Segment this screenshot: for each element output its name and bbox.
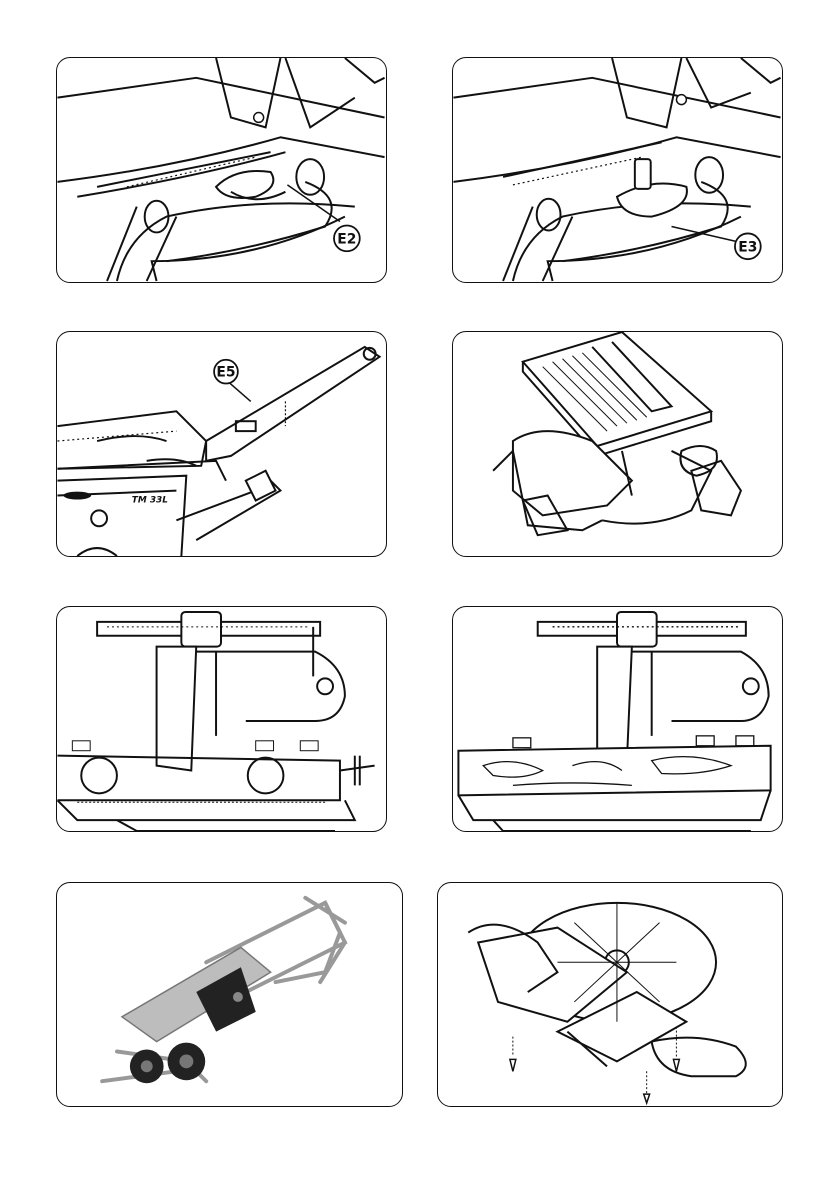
brand-logo <box>63 492 91 500</box>
screw-icon <box>673 1059 679 1071</box>
callout-label: E5 <box>216 365 235 381</box>
wheel-icon <box>130 1050 164 1084</box>
figure-e5-arm: TM 33L E5 <box>56 331 387 557</box>
wheel-icon <box>168 1043 206 1081</box>
callout-label: E2 <box>337 231 356 247</box>
front-view-workpiece-illustration <box>453 607 782 831</box>
figure-transport-trolley <box>56 882 403 1107</box>
callout-label: E3 <box>738 239 757 255</box>
screw-icon <box>644 1094 650 1103</box>
screw-icon <box>254 113 264 123</box>
screw-icon <box>676 95 686 105</box>
turntable-lock-illustration: E2 <box>57 58 386 282</box>
figure-front-view-clamp <box>56 606 387 832</box>
figure-front-view-workpiece <box>452 606 783 832</box>
saw-arm-illustration: TM 33L E5 <box>57 332 386 556</box>
figure-e3-turntable-lock: E3 <box>452 57 783 283</box>
underside-illustration <box>438 883 782 1106</box>
table-saw-illustration <box>453 332 782 556</box>
trolley-illustration <box>57 883 402 1106</box>
figure-e2-turntable-lock: E2 <box>56 57 387 283</box>
figure-table-saw-position <box>452 331 783 557</box>
figure-underside-mounting <box>437 882 783 1107</box>
front-view-illustration <box>57 607 386 831</box>
model-label: TM 33L <box>132 495 168 505</box>
screw-icon <box>510 1059 516 1071</box>
turntable-lock-illustration: E3 <box>453 58 782 282</box>
